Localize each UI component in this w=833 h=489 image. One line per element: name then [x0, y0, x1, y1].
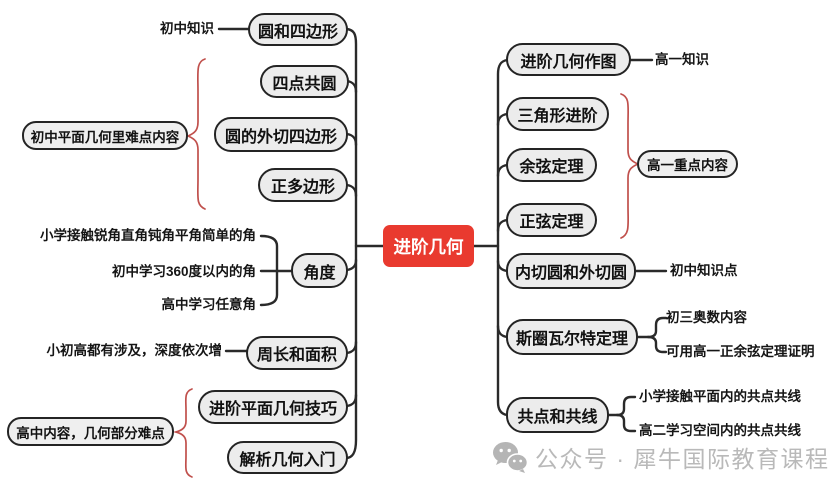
node-triangle-advanced: 三角形进阶 — [506, 97, 609, 131]
note-grade9-olympiad-content: 初三奥数内容 — [666, 310, 747, 325]
callout-high-school-difficult-part: 高中内容，几何部分难点 — [7, 417, 174, 446]
note-middle-school-knowledge-point: 初中知识点 — [670, 263, 738, 278]
note-all-levels-depth-increases: 小初高都有涉及，深度依次增 — [46, 343, 223, 358]
node-circumscribed-quadrilateral: 圆的外切四边形 — [214, 117, 348, 152]
note-middle-school-knowledge: 初中知识 — [160, 21, 214, 36]
node-circle-and-quadrilateral: 圆和四边形 — [248, 13, 348, 46]
note-grade11-space-concurrency: 高二学习空间内的共点共线 — [639, 423, 801, 438]
watermark: 公众号 · 犀牛国际教育课程 — [492, 440, 829, 474]
note-middle-school-angles-360: 初中学习360度以内的角 — [111, 264, 256, 279]
note-primary-school-angles: 小学接触锐角直角钝角平角简单的角 — [40, 228, 256, 243]
node-advanced-geometry-root: 进阶几何 — [383, 225, 474, 267]
callout-grade10-key-content: 高一重点内容 — [637, 150, 738, 178]
note-provable-with-sine-cosine-laws: 可用高一正余弦定理证明 — [666, 344, 815, 359]
note-high-school-any-angle: 高中学习任意角 — [161, 297, 257, 312]
wechat-icon — [493, 441, 528, 473]
node-advanced-geometric-construction: 进阶几何作图 — [506, 43, 631, 76]
node-analytic-geometry-intro: 解析几何入门 — [227, 441, 348, 474]
node-advanced-plane-geometry-skills: 进阶平面几何技巧 — [198, 390, 348, 424]
node-regular-polygon: 正多边形 — [258, 168, 348, 202]
callout-middle-school-difficult-content: 初中平面几何里难点内容 — [22, 121, 188, 150]
node-concurrency-and-collinearity: 共点和共线 — [506, 397, 609, 433]
node-perimeter-and-area: 周长和面积 — [246, 336, 348, 370]
node-stewart-theorem: 斯圈瓦尔特定理 — [506, 319, 638, 355]
node-concyclic-points: 四点共圆 — [260, 65, 349, 98]
node-law-of-sines: 正弦定理 — [506, 203, 597, 237]
note-primary-plane-concurrency: 小学接触平面内的共点共线 — [639, 389, 801, 404]
node-incircle-and-circumcircle: 内切圆和外切圆 — [506, 253, 636, 289]
node-angle: 角度 — [291, 253, 348, 288]
watermark-text: 公众号 · 犀牛国际教育课程 — [535, 446, 830, 472]
node-law-of-cosines: 余弦定理 — [506, 148, 597, 182]
note-grade10-knowledge: 高一知识 — [655, 52, 709, 67]
